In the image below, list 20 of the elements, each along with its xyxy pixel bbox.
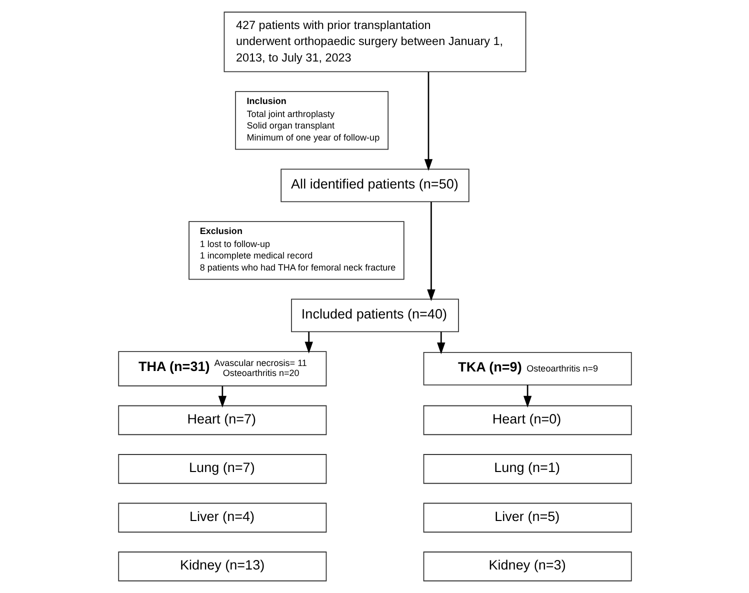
- node-box: TKA (n=9) Osteoarthritis n=9: [422, 352, 632, 386]
- node-box: Kidney (n=3): [422, 552, 632, 582]
- node-box: 427 patients with prior transplantation underwent orthopaedic surgery between January 1, 2013, to July 31, 2023: [223, 12, 526, 72]
- arrow: [424, 72, 432, 171]
- node-box: Exclusion 1 lost to follow-up 1 incomplete medical record 8 patients who had THA for femoral neck fracture: [188, 221, 404, 280]
- node-box: Heart (n=0): [422, 405, 632, 436]
- node-box: Kidney (n=13): [118, 552, 326, 582]
- node-box: Liver (n=5): [422, 502, 632, 533]
- arrow: [426, 202, 435, 302]
- node-box: Inclusion Total joint arthroplasty Solid organ transplant Minimum of one year of follow-up: [234, 91, 388, 150]
- node-box: Included patients (n=40): [290, 298, 458, 332]
- node-box: Heart (n=7): [118, 405, 326, 436]
- node-box: Lung (n=7): [118, 454, 326, 484]
- node-box: Liver (n=4): [118, 502, 326, 533]
- arrow: [522, 385, 532, 408]
- arrow: [436, 332, 445, 354]
- arrow: [304, 332, 312, 354]
- node-box: Lung (n=1): [422, 454, 632, 484]
- node-box: All identified patients (n=50): [280, 168, 469, 202]
- arrow: [218, 386, 226, 408]
